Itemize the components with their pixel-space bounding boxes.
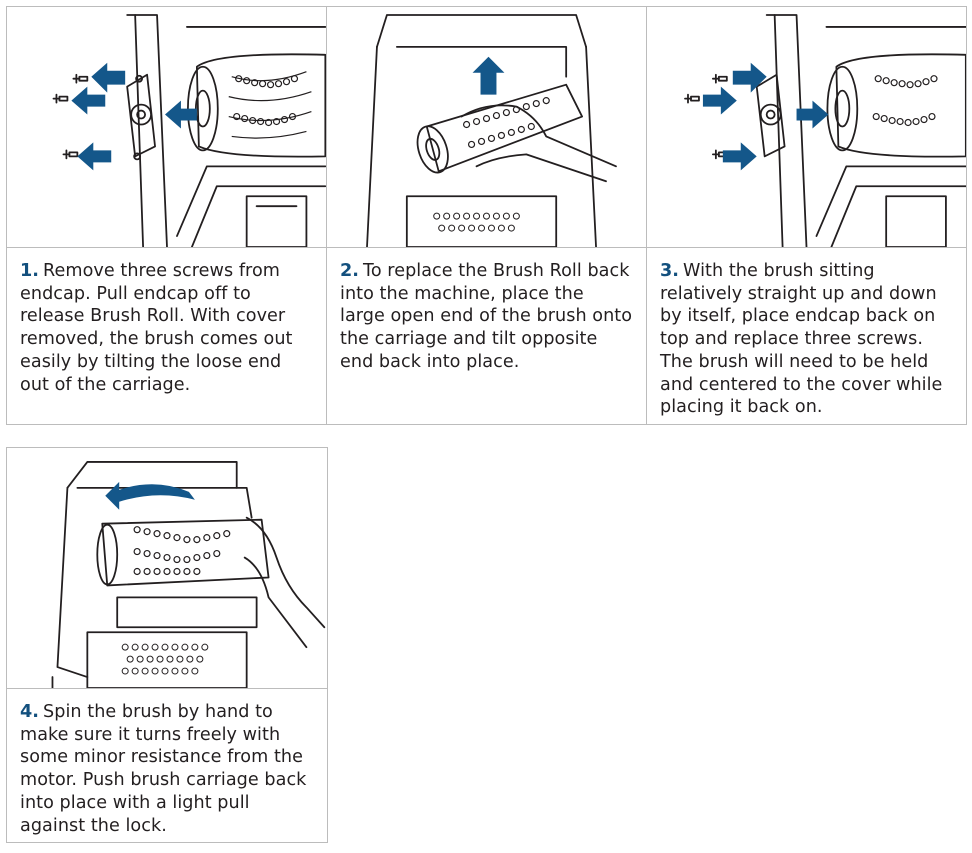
steps-row-1: 1.Remove three screws from endcap. Pull … bbox=[6, 6, 967, 425]
step-1-caption: 1.Remove three screws from endcap. Pull … bbox=[7, 248, 326, 396]
screw-icons bbox=[52, 73, 89, 160]
brush-replace-drawing bbox=[366, 14, 617, 247]
step-2-text: To replace the Brush Roll back into the … bbox=[340, 261, 633, 372]
step-card-4: 4.Spin the brush by hand to make sure it… bbox=[7, 448, 327, 842]
step-2-illustration bbox=[327, 7, 646, 248]
step-card-1: 1.Remove three screws from endcap. Pull … bbox=[7, 7, 326, 424]
arrow-right-icons bbox=[702, 62, 829, 171]
step-card-2: 2.To replace the Brush Roll back into th… bbox=[326, 7, 646, 424]
screw-icons bbox=[684, 73, 728, 160]
step-2-number: 2. bbox=[340, 261, 360, 281]
step-3-caption: 3.With the brush sitting relatively stra… bbox=[647, 248, 966, 419]
step-4-number: 4. bbox=[20, 702, 40, 722]
step-3-text: With the brush sitting relatively straig… bbox=[660, 261, 943, 418]
step-3-illustration bbox=[647, 7, 966, 248]
arrow-up-icon bbox=[472, 56, 505, 95]
steps-row-2: 4.Spin the brush by hand to make sure it… bbox=[6, 447, 328, 843]
step-1-illustration bbox=[7, 7, 326, 248]
step-2-caption: 2.To replace the Brush Roll back into th… bbox=[327, 248, 646, 374]
step-4-text: Spin the brush by hand to make sure it t… bbox=[20, 702, 307, 836]
endcap-removal-drawing bbox=[52, 14, 326, 247]
step-1-text: Remove three screws from endcap. Pull en… bbox=[20, 261, 293, 395]
step-4-caption: 4.Spin the brush by hand to make sure it… bbox=[7, 689, 327, 837]
step-4-illustration bbox=[7, 448, 327, 689]
rotate-arrow-icon bbox=[105, 481, 195, 510]
arrow-left-icons bbox=[71, 62, 197, 171]
brush-spin-drawing bbox=[51, 461, 326, 688]
step-card-3: 3.With the brush sitting relatively stra… bbox=[646, 7, 966, 424]
endcap-install-drawing bbox=[684, 14, 966, 247]
step-3-number: 3. bbox=[660, 261, 680, 281]
step-1-number: 1. bbox=[20, 261, 40, 281]
